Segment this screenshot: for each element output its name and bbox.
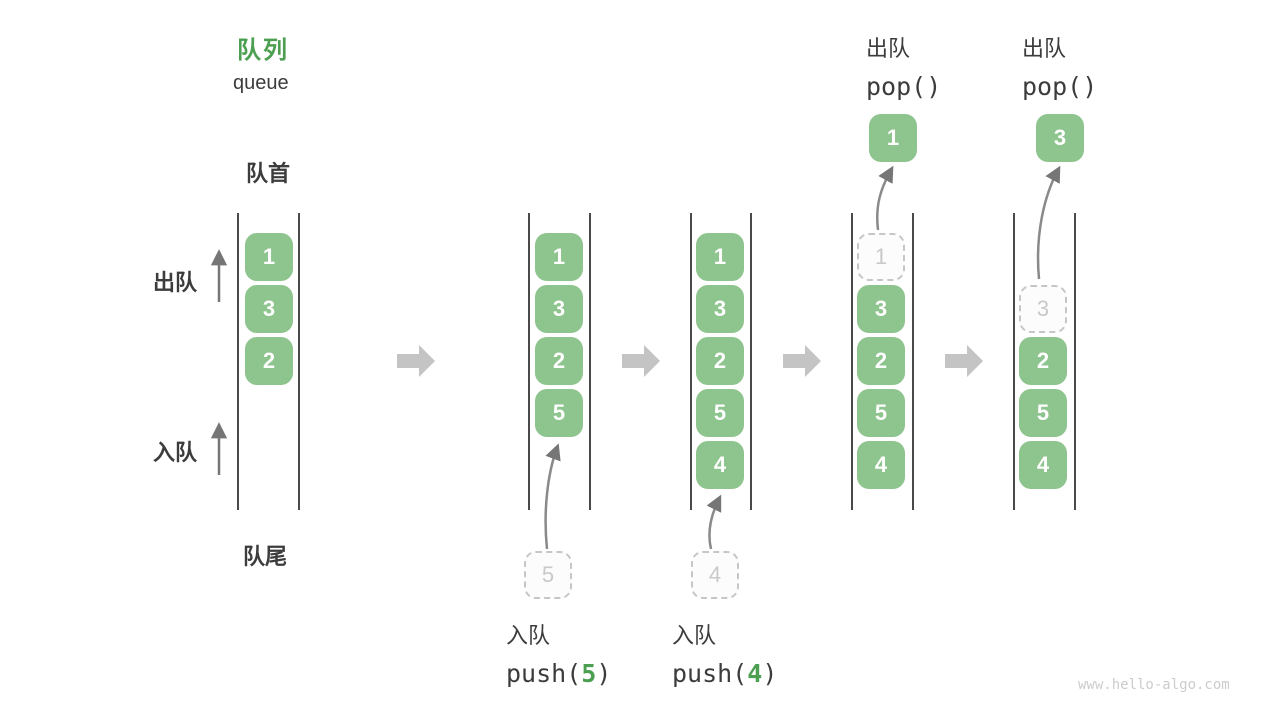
diagram-title-en: queue bbox=[233, 72, 289, 94]
operation-name: 出队 bbox=[866, 36, 911, 61]
queue-channel-wall bbox=[589, 213, 591, 510]
push-arrow-icon bbox=[706, 494, 722, 550]
popped-element: 3 bbox=[1036, 114, 1084, 162]
diagram-title-zh: 队列 bbox=[237, 37, 289, 64]
operation-name: 入队 bbox=[506, 623, 551, 648]
queue-element: 5 bbox=[857, 389, 905, 437]
queue-element: 5 bbox=[535, 389, 583, 437]
popped-element: 1 bbox=[869, 114, 917, 162]
queue-element: 5 bbox=[1019, 389, 1067, 437]
operation-code: pop() bbox=[866, 72, 942, 101]
step-arrow-icon bbox=[945, 345, 983, 377]
push-operation-label: 入队 push(5) bbox=[506, 618, 611, 688]
code-arg: 4 bbox=[747, 659, 763, 688]
step-arrow-icon bbox=[397, 345, 435, 377]
step-arrow-icon bbox=[783, 345, 821, 377]
queue-channel-wall bbox=[298, 213, 300, 510]
queue-channel-wall bbox=[750, 213, 752, 510]
operation-code: push(4) bbox=[672, 659, 777, 688]
queue-element: 4 bbox=[696, 441, 744, 489]
queue-element: 2 bbox=[1019, 337, 1067, 385]
queue-element: 2 bbox=[696, 337, 744, 385]
queue-channel-wall bbox=[1074, 213, 1076, 510]
code-arg: 5 bbox=[581, 659, 597, 688]
operation-name: 出队 bbox=[1022, 36, 1067, 61]
step-arrow-icon bbox=[622, 345, 660, 377]
queue-element: 3 bbox=[535, 285, 583, 333]
removed-element-slot: 3 bbox=[1019, 285, 1067, 333]
code-close: ) bbox=[762, 659, 778, 688]
queue-channel-wall bbox=[690, 213, 692, 510]
dequeue-direction-label: 出队 bbox=[153, 270, 198, 295]
pop-operation-label: 出队 pop() bbox=[866, 31, 941, 101]
pending-element: 5 bbox=[524, 551, 572, 599]
operation-code: pop() bbox=[1022, 72, 1098, 101]
queue-element: 3 bbox=[857, 285, 905, 333]
queue-channel-wall bbox=[851, 213, 853, 510]
code-fn: push( bbox=[506, 659, 582, 688]
pop-operation-label: 出队 pop() bbox=[1022, 31, 1097, 101]
operation-code: push(5) bbox=[506, 659, 611, 688]
queue-element: 2 bbox=[857, 337, 905, 385]
code-close: ) bbox=[596, 659, 612, 688]
queue-element: 1 bbox=[245, 233, 293, 281]
code-fn: push( bbox=[672, 659, 748, 688]
queue-element: 3 bbox=[696, 285, 744, 333]
push-arrow-icon bbox=[544, 443, 561, 550]
queue-element: 1 bbox=[535, 233, 583, 281]
queue-element: 1 bbox=[696, 233, 744, 281]
pending-element: 4 bbox=[691, 551, 739, 599]
queue-channel-wall bbox=[1013, 213, 1015, 510]
queue-element: 4 bbox=[857, 441, 905, 489]
pop-arrow-icon bbox=[1036, 165, 1061, 280]
queue-rear-label: 队尾 bbox=[243, 544, 288, 569]
queue-element: 2 bbox=[535, 337, 583, 385]
operation-name: 入队 bbox=[672, 623, 717, 648]
queue-front-label: 队首 bbox=[246, 161, 291, 186]
watermark: www.hello-algo.com bbox=[1078, 677, 1230, 693]
removed-element-slot: 1 bbox=[857, 233, 905, 281]
queue-channel-wall bbox=[237, 213, 239, 510]
queue-channel-wall bbox=[912, 213, 914, 510]
queue-channel-wall bbox=[528, 213, 530, 510]
queue-element: 5 bbox=[696, 389, 744, 437]
enqueue-direction-label: 入队 bbox=[153, 440, 198, 465]
push-operation-label: 入队 push(4) bbox=[672, 618, 777, 688]
queue-element: 3 bbox=[245, 285, 293, 333]
pop-arrow-icon bbox=[876, 165, 894, 231]
queue-element: 4 bbox=[1019, 441, 1067, 489]
queue-element: 2 bbox=[245, 337, 293, 385]
